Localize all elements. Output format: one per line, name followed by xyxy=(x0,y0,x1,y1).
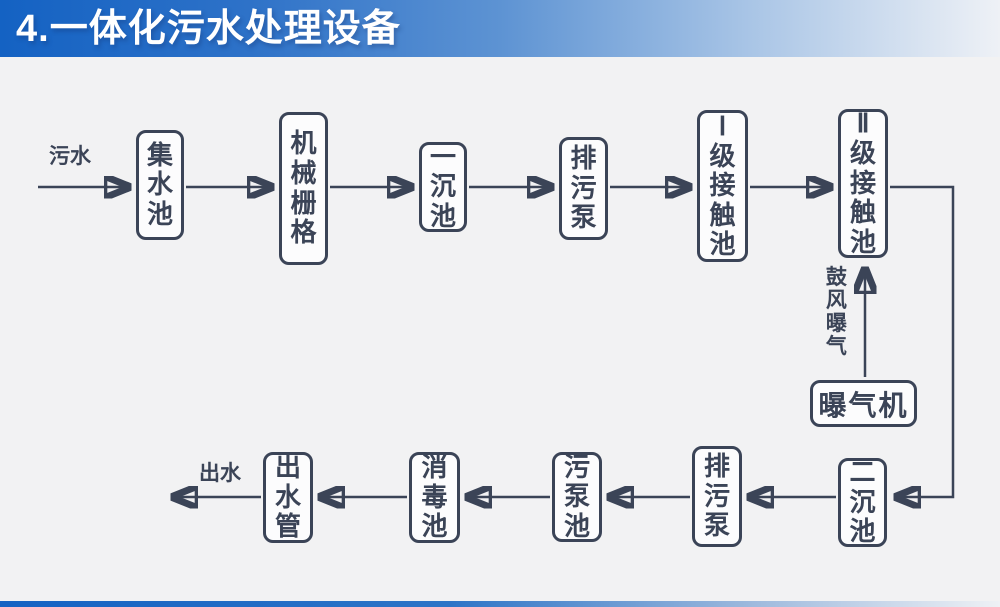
node-mechanical-screen: 机械栅格 xyxy=(279,112,328,265)
node-primary-sedimentation-tank: 一沉池 xyxy=(419,142,467,232)
node-aerator: 曝气机 xyxy=(810,380,917,427)
inlet-label: 污水 xyxy=(49,145,91,168)
node-disinfection-tank: 消毒池 xyxy=(409,452,460,543)
node-collection-tank: 集水池 xyxy=(136,130,184,240)
node-outlet-pipe: 出水管 xyxy=(263,452,313,543)
node-sludge-pump-tank: 污泵池 xyxy=(552,452,602,542)
node-sewage-pump-bottom-label: 排污泵 xyxy=(703,451,730,541)
node-level1-contact-tank-label: Ⅰ级接触池 xyxy=(709,110,736,260)
node-secondary-sedimentation-tank-label: 二沉池 xyxy=(849,457,876,547)
node-aerator-label: 曝气机 xyxy=(818,389,909,421)
bottom-accent-bar xyxy=(0,601,1000,607)
node-level2-contact-tank-label: Ⅱ级接触池 xyxy=(849,108,876,257)
arrow-level2-to-secondary xyxy=(890,185,955,497)
node-sewage-pump-top-label: 排污泵 xyxy=(570,143,597,233)
node-level2-contact-tank: Ⅱ级接触池 xyxy=(838,109,888,258)
node-sewage-pump-top: 排污泵 xyxy=(559,137,608,240)
node-outlet-pipe-label: 出水管 xyxy=(274,452,301,542)
node-sewage-pump-bottom: 排污泵 xyxy=(692,446,742,547)
node-primary-sedimentation-tank-label: 一沉池 xyxy=(429,141,456,231)
outlet-label: 出水 xyxy=(199,462,241,485)
node-mechanical-screen-label: 机械栅格 xyxy=(290,128,317,248)
page-title: 4.一体化污水处理设备 xyxy=(16,7,401,50)
node-level1-contact-tank: Ⅰ级接触池 xyxy=(697,110,748,262)
node-collection-tank-label: 集水池 xyxy=(146,139,173,229)
node-secondary-sedimentation-tank: 二沉池 xyxy=(838,457,887,547)
title-bar: 4.一体化污水处理设备 xyxy=(0,0,1000,57)
node-disinfection-tank-label: 消毒池 xyxy=(421,452,448,542)
aeration-flow-label: 鼓风曝气 xyxy=(825,266,847,359)
node-sludge-pump-tank-label: 污泵池 xyxy=(563,451,590,541)
